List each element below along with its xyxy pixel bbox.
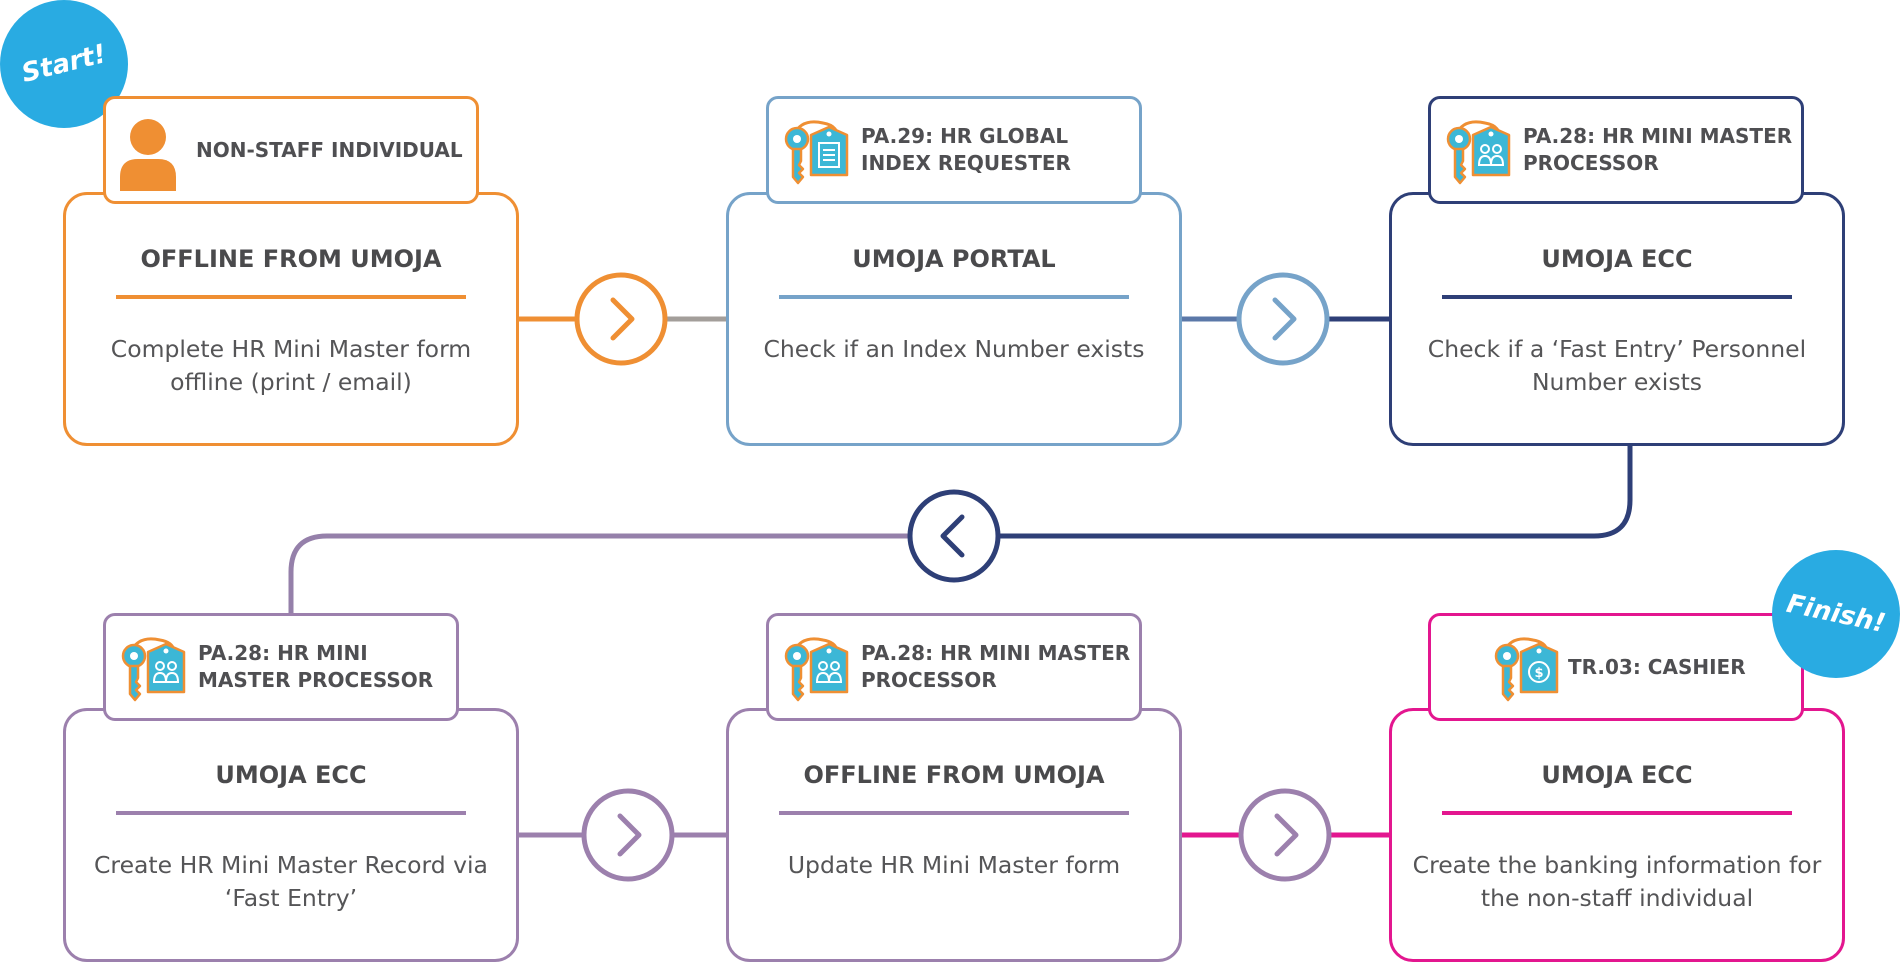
start-badge-label: Start! <box>18 39 110 89</box>
finish-badge: Finish! <box>1772 550 1900 678</box>
divider <box>1442 811 1792 815</box>
system-name: UMOJA ECC <box>1541 245 1693 273</box>
step-card-6: UMOJA ECC Create the banking information… <box>1389 708 1845 962</box>
key-people-icon <box>114 626 192 712</box>
step-card-2: UMOJA PORTAL Check if an Index Number ex… <box>726 192 1182 446</box>
system-name: OFFLINE FROM UMOJA <box>803 761 1105 789</box>
key-document-icon <box>777 109 855 195</box>
back-arrow-icon <box>907 489 1001 583</box>
next-arrow-icon <box>1238 788 1332 882</box>
step-card-1: OFFLINE FROM UMOJA Complete HR Mini Mast… <box>63 192 519 446</box>
divider <box>116 295 466 299</box>
step-description: Create HR Mini Master Record via ‘Fast E… <box>94 851 488 912</box>
key-people-icon <box>777 626 855 712</box>
system-name: UMOJA ECC <box>1541 761 1693 789</box>
divider <box>779 295 1129 299</box>
role-box-3: PA.28: HR MINI MASTER PROCESSOR <box>1428 96 1804 204</box>
step-description: Create the banking information for the n… <box>1412 851 1822 912</box>
system-name: UMOJA PORTAL <box>852 245 1056 273</box>
role-label: NON-STAFF INDIVIDUAL <box>196 137 463 162</box>
role-box-1: NON-STAFF INDIVIDUAL <box>103 96 479 204</box>
role-label: PA.29: HR GLOBAL INDEX REQUESTER <box>861 124 1071 175</box>
key-dollar-icon: $ <box>1487 626 1565 712</box>
next-arrow-icon <box>1236 272 1330 366</box>
finish-badge-label: Finish! <box>1784 588 1888 640</box>
step-card-4: UMOJA ECC Create HR Mini Master Record v… <box>63 708 519 962</box>
system-name: OFFLINE FROM UMOJA <box>140 245 442 273</box>
role-label: TR.03: CASHIER <box>1568 654 1746 679</box>
divider <box>1442 295 1792 299</box>
divider <box>779 811 1129 815</box>
step-card-3: UMOJA ECC Check if a ‘Fast Entry’ Person… <box>1389 192 1845 446</box>
role-label: PA.28: HR MINI MASTER PROCESSOR <box>861 641 1131 692</box>
system-name: UMOJA ECC <box>215 761 367 789</box>
person-icon <box>116 109 180 193</box>
step-description: Check if a ‘Fast Entry’ Personnel Number… <box>1427 335 1807 396</box>
role-box-5: PA.28: HR MINI MASTER PROCESSOR <box>766 613 1142 721</box>
key-people-icon <box>1439 109 1517 195</box>
role-box-2: PA.29: HR GLOBAL INDEX REQUESTER <box>766 96 1142 204</box>
role-label: PA.28: HR MINI MASTER PROCESSOR <box>1523 124 1793 175</box>
step-card-5: OFFLINE FROM UMOJA Update HR Mini Master… <box>726 708 1182 962</box>
step-description: Update HR Mini Master form <box>787 851 1121 879</box>
role-box-4: PA.28: HR MINI MASTER PROCESSOR <box>103 613 459 721</box>
next-arrow-icon <box>574 272 668 366</box>
svg-text:$: $ <box>1534 666 1543 681</box>
step-description: Complete HR Mini Master form offline (pr… <box>110 335 472 396</box>
role-box-6: $ TR.03: CASHIER <box>1428 613 1804 721</box>
step-description: Check if an Index Number exists <box>763 335 1145 363</box>
role-label: PA.28: HR MINI MASTER PROCESSOR <box>198 641 434 692</box>
divider <box>116 811 466 815</box>
next-arrow-icon <box>581 788 675 882</box>
